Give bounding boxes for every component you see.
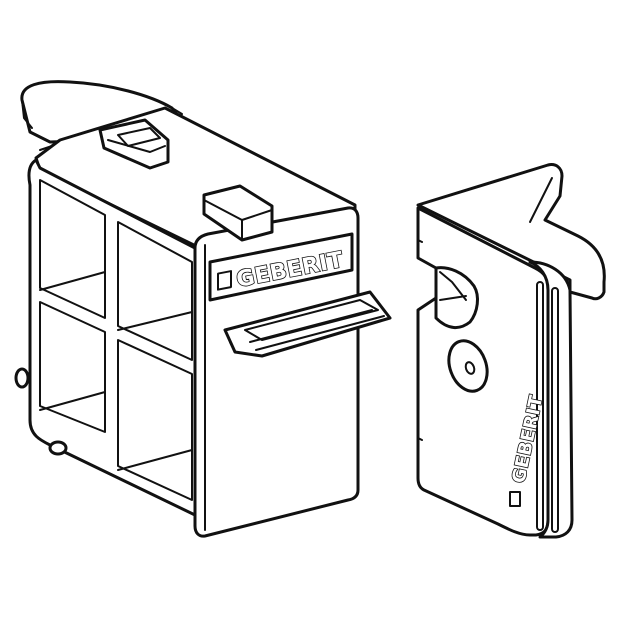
clip-hook [416, 163, 606, 301]
box-body: GEBERIT [14, 80, 392, 538]
front-grip-tab [223, 290, 392, 358]
top-latch-front [202, 184, 274, 242]
cover-clip: GEBERIT [416, 163, 606, 539]
brand-square-icon [509, 491, 521, 507]
clip-round-button [447, 339, 489, 393]
brand-square-icon [217, 270, 232, 291]
box-side-grid [14, 158, 197, 517]
top-latch-rear [98, 118, 170, 170]
clip-grooves [536, 281, 559, 533]
